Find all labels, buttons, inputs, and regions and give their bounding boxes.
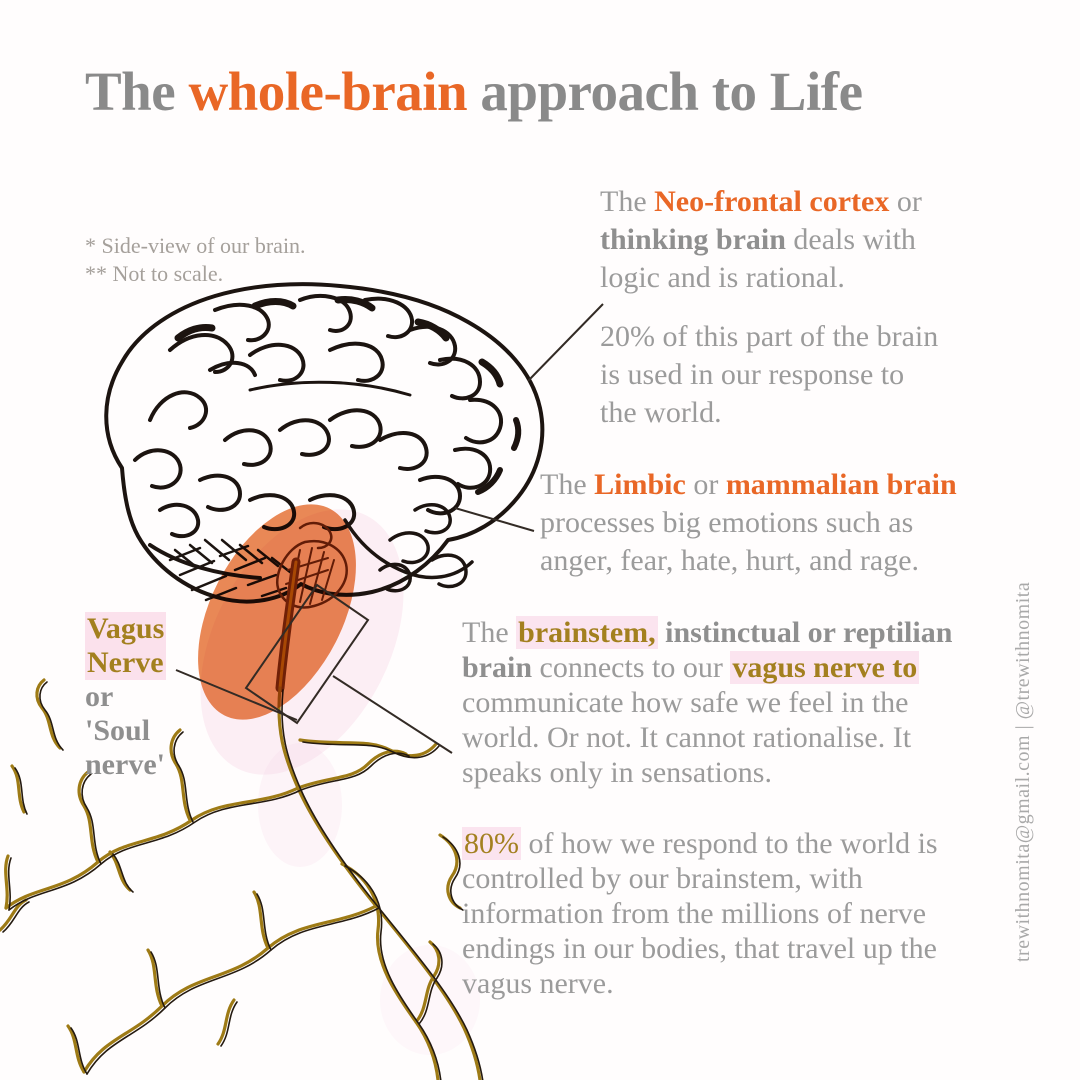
- vagus-nerve-term: vagus nerve to: [730, 651, 920, 684]
- text: the world.: [600, 396, 722, 429]
- contact-handle: trewithnomita@gmail.com | @trewithnomita: [1012, 581, 1034, 962]
- annotation-twenty-percent: 20% of this part of the brain is used in…: [600, 318, 938, 432]
- limbic-term: Limbic: [594, 468, 686, 501]
- annotation-limbic: The Limbic or mammalian brain processes …: [540, 466, 957, 580]
- reptilian-term: instinctual or reptilian: [657, 616, 953, 649]
- text: is used in our response to: [600, 358, 905, 391]
- footnote-line1: * Side-view of our brain.: [85, 233, 306, 258]
- brain-sketch: [104, 282, 545, 604]
- text: or: [889, 185, 922, 218]
- text: deals with: [785, 223, 916, 256]
- vagus-nerve-label: Vagus Nerve or 'Soul nerve': [85, 612, 167, 782]
- thinking-brain-term: thinking brain: [600, 223, 786, 256]
- eighty-percent-term: 80%: [462, 827, 521, 860]
- text: connects to our: [532, 651, 731, 684]
- text: or: [685, 468, 726, 501]
- text: information from the millions of nerve: [462, 897, 927, 930]
- page-title: The whole-brain approach to Life: [85, 60, 1025, 123]
- vagus-label-line: Vagus: [85, 612, 167, 646]
- vagus-label-line: 'Soul: [85, 714, 151, 747]
- vagus-label-line: or: [85, 680, 114, 713]
- title-part2: approach to Life: [467, 61, 863, 122]
- text: The: [540, 468, 595, 501]
- text: logic and is rational.: [600, 261, 845, 294]
- text: vagus nerve.: [462, 967, 614, 1000]
- title-accent: whole-brain: [188, 61, 468, 122]
- text: of how we respond to the world is: [521, 827, 938, 860]
- text: communicate how safe we feel in the: [462, 686, 909, 719]
- text: controlled by our brainstem, with: [462, 862, 863, 895]
- text: 20% of this part of the brain: [600, 320, 939, 353]
- mammalian-brain-term: mammalian brain: [725, 468, 957, 501]
- vagus-label-line: nerve': [85, 748, 165, 781]
- footnote-line2: ** Not to scale.: [85, 261, 224, 286]
- text: endings in our bodies, that travel up th…: [462, 932, 937, 965]
- text: processes big emotions such as: [540, 506, 914, 539]
- annotation-neo-frontal: The Neo-frontal cortex or thinking brain…: [600, 183, 922, 297]
- brainstem-term: brainstem,: [516, 616, 658, 649]
- title-part1: The: [85, 61, 189, 122]
- text: anger, fear, hate, hurt, and rage.: [540, 544, 920, 577]
- annotation-eighty-percent: 80% of how we respond to the world is co…: [462, 826, 938, 1001]
- text: world. Or not. It cannot rationalise. It: [462, 721, 912, 754]
- brainstem-highlight-ellipse: [198, 504, 356, 720]
- text: speaks only in sensations.: [462, 756, 772, 789]
- vagus-label-line: Nerve: [85, 646, 167, 680]
- zoom-square: [244, 583, 370, 725]
- text: The: [600, 185, 655, 218]
- footnote: * Side-view of our brain. ** Not to scal…: [85, 232, 306, 288]
- text: The: [462, 616, 517, 649]
- brain-term: brain: [462, 651, 533, 684]
- connector-lines: [175, 303, 604, 754]
- neo-frontal-cortex-term: Neo-frontal cortex: [654, 185, 890, 218]
- annotation-brainstem: The brainstem, instinctual or reptilian …: [462, 615, 952, 790]
